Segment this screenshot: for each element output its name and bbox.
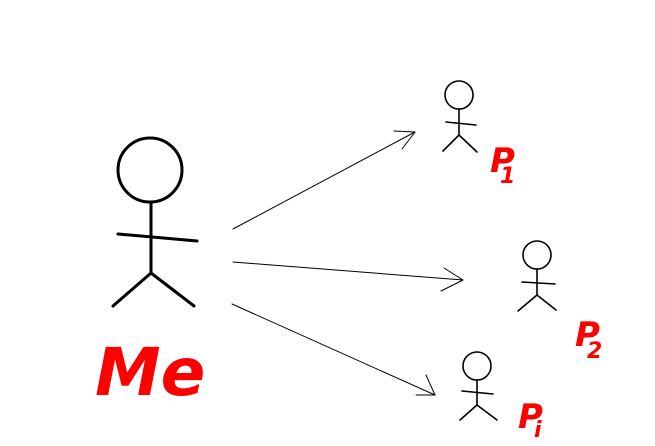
stick-figure-icon [442, 80, 478, 153]
target-subscript: i [534, 418, 542, 443]
source-label: Me [95, 334, 205, 411]
target-subscript: 1 [500, 164, 515, 189]
arrow-icon [232, 130, 416, 230]
stick-figure-icon [517, 240, 557, 312]
arrow-icon [231, 303, 436, 396]
arrow-icon [232, 261, 464, 292]
target-label: P [518, 397, 543, 437]
target-label: P [490, 141, 515, 181]
target-label: P [575, 315, 600, 355]
target-subscript: 2 [587, 339, 602, 364]
stick-figure-icon [459, 351, 498, 421]
stick-figure-icon [111, 136, 199, 308]
